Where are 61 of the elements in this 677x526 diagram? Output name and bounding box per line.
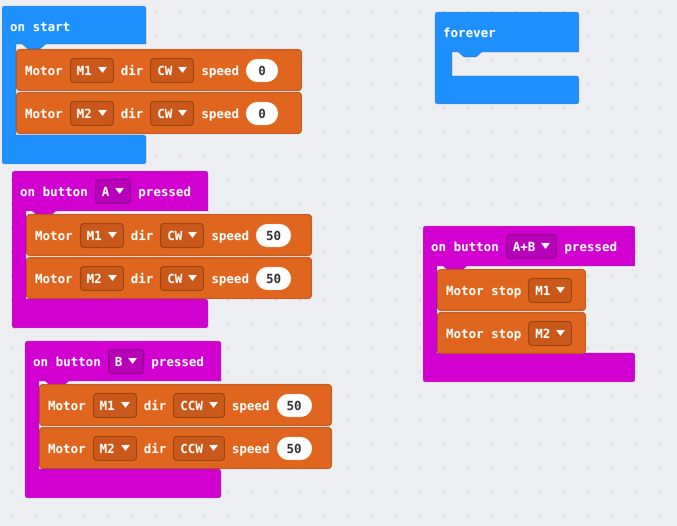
block-label: on button: [431, 238, 499, 254]
block-label: dir: [130, 270, 154, 286]
motor-block: [16, 49, 302, 91]
dropdown: M1: [92, 392, 137, 418]
number-field: 50: [276, 436, 312, 460]
block-label: speed: [201, 62, 239, 78]
motor-block: [39, 384, 332, 426]
block-label: dir: [130, 228, 154, 242]
dropdown: B: [108, 348, 144, 374]
dropdown: CCW: [173, 392, 225, 418]
dropdown: CW: [150, 58, 194, 82]
block-label: Motor: [35, 270, 73, 286]
dropdown: A+B: [506, 234, 558, 258]
event-block: [423, 226, 635, 382]
number-field: 0: [246, 58, 278, 82]
block-label: pressed: [138, 184, 191, 198]
block-label: Motor: [25, 62, 63, 78]
motor-block: [39, 427, 332, 469]
block-label: speed: [201, 106, 239, 120]
block-label: dir: [120, 62, 144, 78]
block-label: on button: [33, 354, 101, 368]
block-label: Motor: [48, 440, 86, 456]
block-label: Motor: [25, 106, 63, 120]
block-label: pressed: [151, 354, 204, 368]
dropdown: CW: [160, 266, 204, 290]
block-label: speed: [211, 270, 249, 286]
event-block: [435, 12, 579, 104]
motor-block: [26, 257, 312, 299]
dropdown: M1: [528, 278, 572, 302]
block-label: on start: [10, 18, 70, 34]
block-label: on button: [20, 184, 88, 198]
block-label: Motor stop: [446, 326, 522, 340]
block-label: pressed: [564, 238, 617, 254]
block-label: dir: [120, 106, 144, 120]
motor-block: [26, 214, 312, 256]
motor-block: [437, 269, 586, 311]
number-field: 50: [276, 394, 312, 416]
block-label: speed: [211, 228, 249, 242]
block-label: dir: [144, 398, 166, 412]
block-label: forever: [443, 24, 496, 40]
block-label: Motor stop: [446, 282, 522, 298]
motor-block: [437, 312, 586, 354]
motor-block: [16, 92, 302, 134]
dropdown: M1: [70, 58, 114, 82]
dropdown: CW: [150, 100, 194, 126]
block-label: dir: [144, 440, 166, 456]
dropdown: CW: [160, 222, 204, 248]
block-label: speed: [232, 398, 270, 412]
dropdown: M2: [70, 100, 114, 126]
dropdown: M1: [80, 222, 124, 248]
dropdown: M2: [528, 320, 572, 346]
dropdown: M2: [92, 436, 137, 460]
dropdown: A: [94, 178, 132, 204]
dropdown: M2: [80, 266, 124, 290]
block-label: Motor: [35, 228, 73, 242]
dropdown: CCW: [173, 436, 225, 460]
number-field: 0: [246, 102, 278, 124]
number-field: 50: [256, 266, 292, 290]
block-label: Motor: [48, 398, 86, 412]
block-label: speed: [232, 440, 270, 456]
number-field: 50: [256, 224, 292, 246]
